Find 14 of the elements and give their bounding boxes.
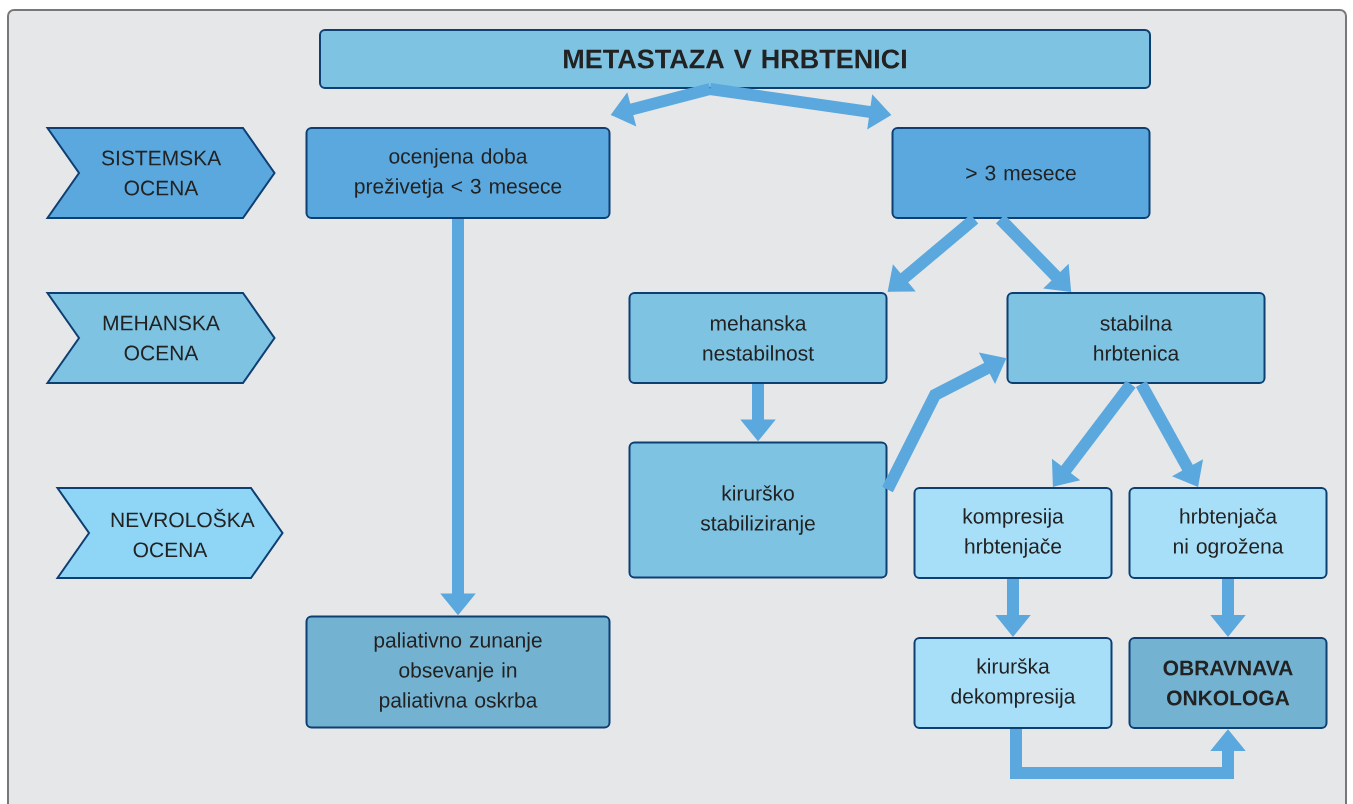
process-box: stabilna hrbtenica	[1006, 292, 1266, 384]
process-box: kompresija hrbtenjače	[913, 487, 1113, 579]
chevron-label: MEHANSKA OCENA	[45, 292, 276, 384]
process-box: > 3 mesece	[891, 127, 1151, 219]
process-box: ocenjena doba preživetja < 3 mesece	[305, 127, 611, 219]
process-box: kirurško stabiliziranje	[628, 441, 888, 579]
process-box: mehanska nestabilnost	[628, 292, 888, 384]
process-box: kirurška dekompresija	[913, 637, 1113, 729]
chevron-label: SISTEMSKA OCENA	[45, 127, 276, 219]
process-box: paliativno zunanje obsevanje in paliativna oskrba	[305, 615, 611, 729]
title-box: METASTAZA V HRBTENICI	[319, 29, 1151, 89]
process-box: hrbtenjača ni ogrožena	[1128, 487, 1328, 579]
chevron-label: NEVROLOŠKA OCENA	[55, 487, 284, 579]
process-box: OBRAVNAVA ONKOLOGA	[1128, 637, 1328, 729]
